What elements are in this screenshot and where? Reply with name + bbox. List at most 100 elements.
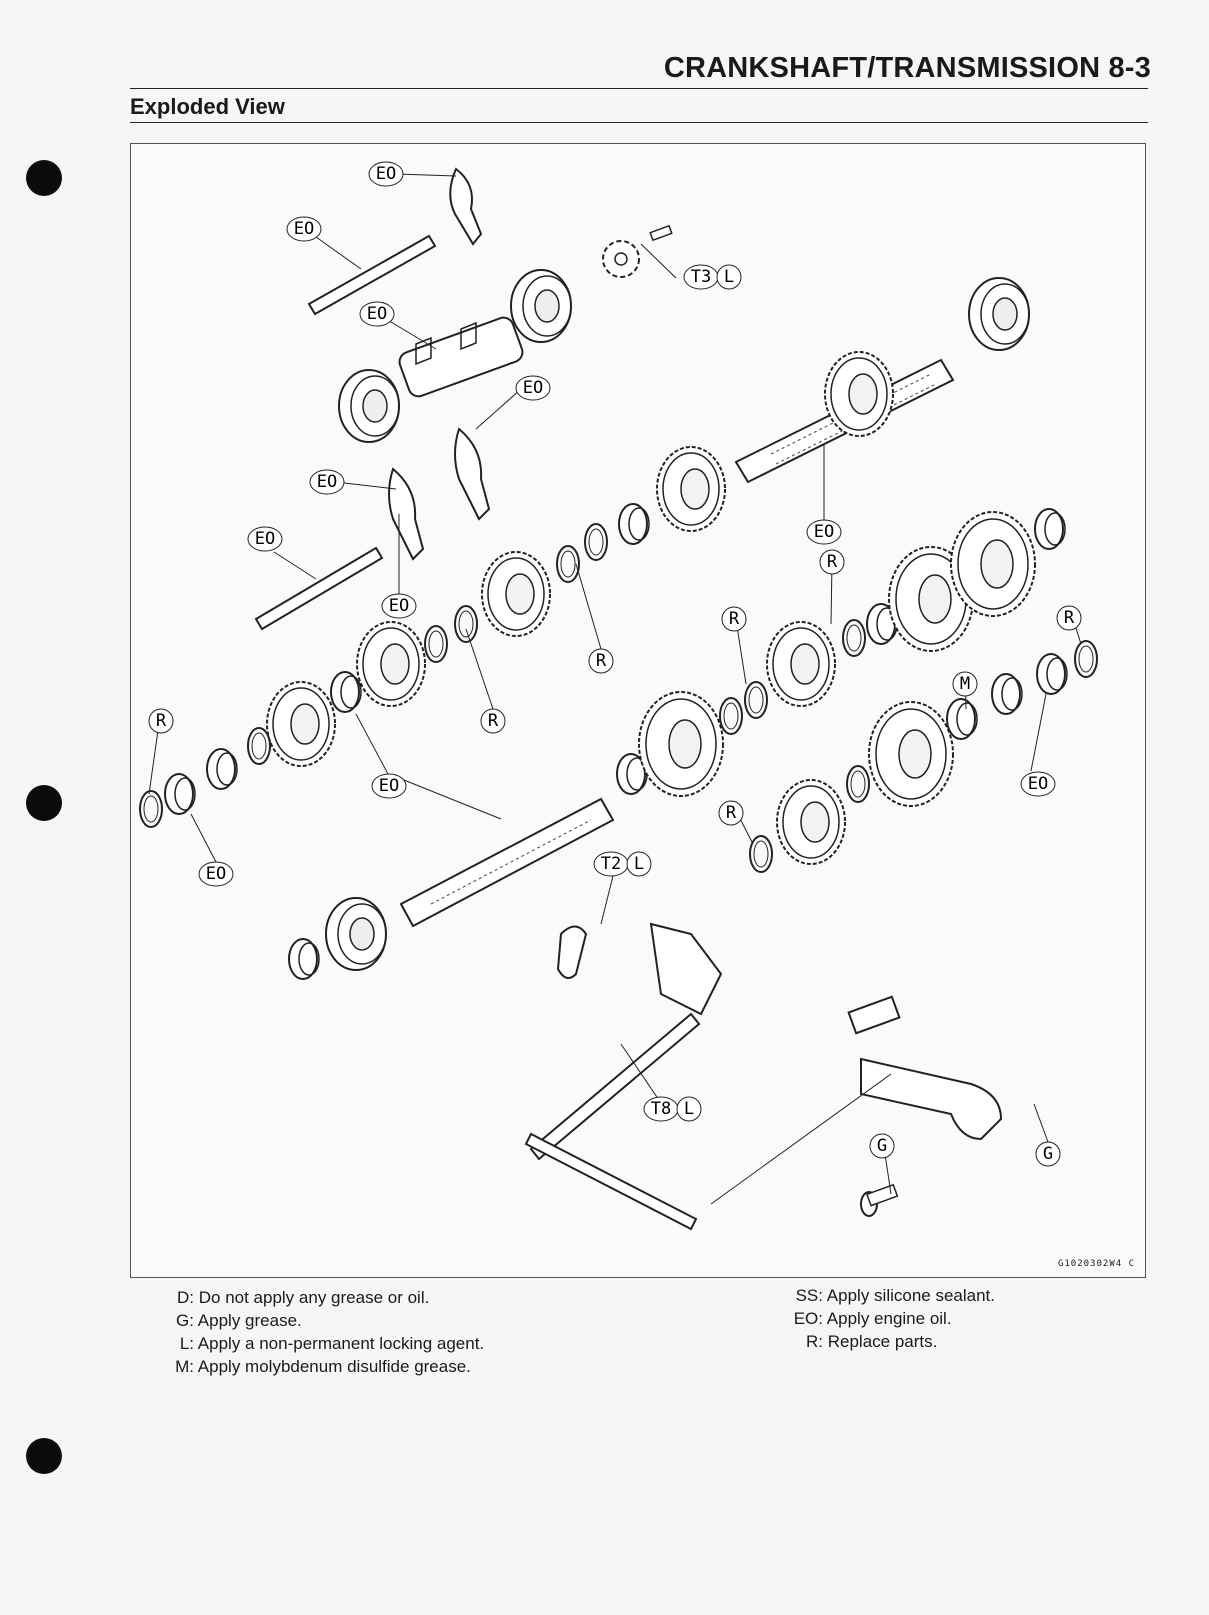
legend-item: M: Apply molybdenum disulfide grease. <box>168 1355 484 1378</box>
drive-gear-b <box>766 621 836 707</box>
drive-washer-b <box>846 765 870 803</box>
tie-rod <box>524 1132 698 1231</box>
label-r-5: R <box>148 708 174 734</box>
legend-code: EO: <box>793 1309 823 1328</box>
shift-fork-upper <box>449 167 483 246</box>
legend-code: D: <box>177 1288 194 1307</box>
drive-needle-bearing-b <box>1034 508 1066 550</box>
legend-text: Do not apply any grease or oil. <box>198 1288 430 1307</box>
label-eo-5: EO <box>309 469 345 495</box>
svg-text:EO: EO <box>376 164 396 184</box>
label-g-2: G <box>1035 1141 1061 1167</box>
svg-text:EO: EO <box>255 529 275 549</box>
svg-text:EO: EO <box>317 472 337 492</box>
drive-gear-d <box>950 511 1036 617</box>
drive-bushing-b <box>991 673 1023 715</box>
label-r-3: R <box>588 648 614 674</box>
svg-text:EO: EO <box>206 864 226 884</box>
svg-text:G: G <box>877 1136 887 1156</box>
callout-labels: EO EO EO EO EO EO EO EO EO EO EO R R R R… <box>148 161 1082 1167</box>
label-eo-7: EO <box>381 593 417 619</box>
shift-shaft <box>529 1012 701 1161</box>
label-r-2: R <box>721 606 747 632</box>
legend-text: Apply silicone sealant. <box>826 1286 996 1305</box>
label-eo-10: EO <box>198 861 234 887</box>
legend-item: D: Do not apply any grease or oil. <box>168 1286 484 1309</box>
label-r-6: R <box>1056 605 1082 631</box>
legend-code: L: <box>179 1334 194 1353</box>
legend-text: Replace parts. <box>827 1332 938 1351</box>
legend-code: G: <box>176 1311 194 1330</box>
legend-item: G: Apply grease. <box>168 1309 484 1332</box>
svg-text:T8: T8 <box>651 1099 671 1119</box>
svg-text:R: R <box>729 609 740 629</box>
binder-hole-bottom <box>26 1438 62 1474</box>
drive-needle-bearing-d <box>1036 653 1068 695</box>
output-gear-a <box>656 446 726 532</box>
drive-gear-e <box>868 701 954 807</box>
svg-text:T3: T3 <box>691 267 711 287</box>
label-eo-3: EO <box>359 301 395 327</box>
output-washer-b <box>424 625 448 663</box>
label-eo-1: EO <box>368 161 404 187</box>
label-eo-11: EO <box>1020 771 1056 797</box>
legend-text: Apply molybdenum disulfide grease. <box>197 1357 471 1376</box>
label-t8l: T8 L <box>643 1096 702 1122</box>
drive-circlip-c <box>749 835 773 873</box>
shift-pedal <box>710 1057 1003 1205</box>
label-t2l: T2 L <box>593 851 652 877</box>
label-g-1: G <box>869 1133 895 1159</box>
drive-circlip-a <box>744 681 768 719</box>
gear-positioning-lever <box>556 925 588 979</box>
header-rule <box>130 88 1148 89</box>
drive-shaft-collar <box>288 938 320 980</box>
label-r-4: R <box>480 708 506 734</box>
legend-item: SS: Apply silicone sealant. <box>783 1284 995 1307</box>
svg-text:R: R <box>488 711 499 731</box>
drive-needle-bearing-c <box>946 698 978 740</box>
output-gear-d <box>266 681 336 767</box>
output-gear-c <box>356 621 426 707</box>
svg-text:L: L <box>684 1099 694 1119</box>
svg-text:EO: EO <box>367 304 387 324</box>
legend-right: SS: Apply silicone sealant. EO: Apply en… <box>783 1284 995 1353</box>
output-gear-b <box>481 551 551 637</box>
label-r-1: R <box>819 549 845 575</box>
svg-text:EO: EO <box>379 776 399 796</box>
drive-shaft <box>399 797 615 928</box>
output-needle-bearing <box>330 671 362 713</box>
output-circlip-b <box>454 605 478 643</box>
shift-drum-bearing-right <box>510 269 572 343</box>
svg-text:L: L <box>634 854 644 874</box>
shift-drum <box>398 316 524 398</box>
output-shaft-bearing <box>968 277 1030 351</box>
shift-rod-upper <box>307 234 437 316</box>
svg-text:R: R <box>1064 608 1075 628</box>
drive-gear-a <box>638 691 724 797</box>
output-washer-c <box>247 727 271 765</box>
legend-code: M: <box>175 1357 194 1376</box>
section-rule <box>130 122 1148 123</box>
svg-text:EO: EO <box>1028 774 1048 794</box>
drive-washer-a <box>719 697 743 735</box>
svg-text:G: G <box>1043 1144 1053 1164</box>
label-eo-4: EO <box>515 375 551 401</box>
svg-text:R: R <box>596 651 607 671</box>
output-shaft-spline-gear <box>824 351 894 437</box>
binder-hole-top <box>26 160 62 196</box>
svg-text:R: R <box>827 552 838 572</box>
legend-text: Apply a non-permanent locking agent. <box>197 1334 485 1353</box>
label-t3l: T3 L <box>683 264 742 290</box>
label-r-7: R <box>718 800 744 826</box>
drive-circlip-b <box>842 619 866 657</box>
svg-text:L: L <box>724 267 734 287</box>
figure-code: G1020302W4 C <box>1057 1259 1135 1269</box>
output-washer-a <box>584 523 608 561</box>
drive-circlip-d <box>1074 640 1098 678</box>
shift-mechanism-arm <box>649 922 723 1016</box>
shift-drum-bearing-left <box>338 369 400 443</box>
section-title: Exploded View <box>130 94 285 119</box>
shift-fork-right <box>454 427 491 521</box>
shift-spring <box>847 995 901 1035</box>
output-needle-bearing-end <box>164 773 196 815</box>
